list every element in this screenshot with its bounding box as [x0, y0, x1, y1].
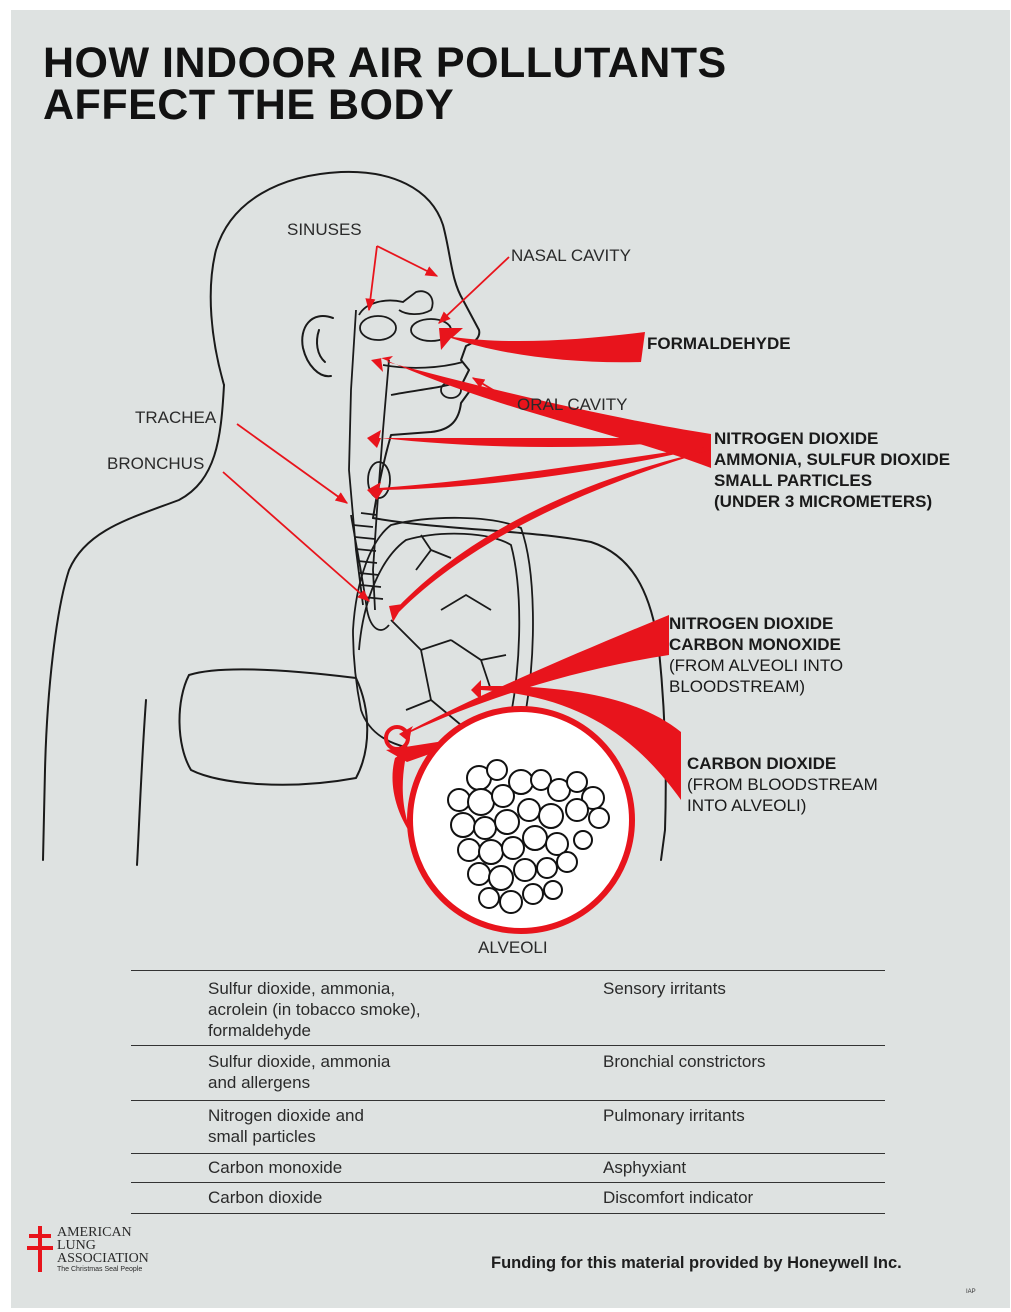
table-row: Carbon monoxide Asphyxiant	[131, 1153, 885, 1182]
table-cell-effect: Pulmonary irritants	[603, 1105, 745, 1126]
label-oral-cavity: ORAL CAVITY	[517, 395, 628, 415]
table-cell-effect: Bronchial constrictors	[603, 1051, 766, 1072]
pollutant-line: (FROM ALVEOLI INTO	[669, 655, 843, 676]
table-row: Sulfur dioxide, ammonia, acrolein (in to…	[131, 970, 885, 1045]
pollutant-line: (UNDER 3 MICROMETERS)	[714, 491, 950, 512]
label-alveoli: ALVEOLI	[478, 938, 548, 958]
cell-line: acrolein (in tobacco smoke),	[208, 999, 421, 1020]
logo-tagline: The Christmas Seal People	[57, 1265, 149, 1274]
logo-text: AMERICAN LUNG ASSOCIATION The Christmas …	[57, 1226, 149, 1274]
table-cell-effect: Sensory irritants	[603, 978, 726, 999]
cell-line: small particles	[208, 1126, 364, 1147]
table-cell-effect: Asphyxiant	[603, 1157, 686, 1178]
table-cell-pollutants: Sulfur dioxide, ammonia, acrolein (in to…	[208, 978, 421, 1041]
pollutant-line: (FROM BLOODSTREAM	[687, 774, 878, 795]
logo-line-3: ASSOCIATION	[57, 1252, 149, 1265]
pollutant-line: AMMONIA, SULFUR DIOXIDE	[714, 449, 950, 470]
pollutant-label-formaldehyde: FORMALDEHYDE	[647, 333, 791, 354]
funding-credit: Funding for this material provided by Ho…	[491, 1254, 902, 1273]
american-lung-association-logo: AMERICAN LUNG ASSOCIATION The Christmas …	[27, 1222, 227, 1282]
pollutant-label-irritants: NITROGEN DIOXIDE AMMONIA, SULFUR DIOXIDE…	[714, 428, 950, 512]
table-row: Carbon dioxide Discomfort indicator	[131, 1182, 885, 1214]
double-barred-cross-icon	[27, 1222, 53, 1278]
effects-table: Sulfur dioxide, ammonia, acrolein (in to…	[131, 970, 885, 1214]
poster: HOW INDOOR AIR POLLUTANTS AFFECT THE BOD…	[11, 10, 1010, 1308]
label-trachea: TRACHEA	[135, 408, 216, 428]
cell-line: Nitrogen dioxide and	[208, 1105, 364, 1126]
pollutant-label-carbon-dioxide: CARBON DIOXIDE (FROM BLOODSTREAM INTO AL…	[687, 753, 878, 816]
pollutant-line: CARBON DIOXIDE	[687, 753, 878, 774]
pollutant-line: BLOODSTREAM)	[669, 676, 843, 697]
table-cell-pollutants: Carbon monoxide	[208, 1157, 342, 1178]
pollutant-line: NITROGEN DIOXIDE	[714, 428, 950, 449]
cell-line: Sulfur dioxide, ammonia	[208, 1051, 390, 1072]
pollutant-line: FORMALDEHYDE	[647, 333, 791, 354]
cell-line: and allergens	[208, 1072, 390, 1093]
table-cell-pollutants: Carbon dioxide	[208, 1187, 322, 1208]
cell-line: formaldehyde	[208, 1020, 421, 1041]
pollutant-line: INTO ALVEOLI)	[687, 795, 878, 816]
alveoli-magnifier	[386, 709, 632, 931]
cell-line: Carbon monoxide	[208, 1157, 342, 1178]
table-cell-effect: Discomfort indicator	[603, 1187, 753, 1208]
pollutant-label-into-bloodstream: NITROGEN DIOXIDE CARBON MONOXIDE (FROM A…	[669, 613, 843, 697]
table-row: Nitrogen dioxide and small particles Pul…	[131, 1100, 885, 1153]
pollutant-line: SMALL PARTICLES	[714, 470, 950, 491]
table-cell-pollutants: Sulfur dioxide, ammonia and allergens	[208, 1051, 390, 1093]
table-cell-pollutants: Nitrogen dioxide and small particles	[208, 1105, 364, 1147]
cell-line: Carbon dioxide	[208, 1187, 322, 1208]
pollutant-line: NITROGEN DIOXIDE	[669, 613, 843, 634]
poster-code: IAP	[966, 1289, 976, 1295]
label-nasal-cavity: NASAL CAVITY	[511, 246, 631, 266]
cell-line: Sulfur dioxide, ammonia,	[208, 978, 421, 999]
table-row: Sulfur dioxide, ammonia and allergens Br…	[131, 1045, 885, 1100]
label-bronchus: BRONCHUS	[107, 454, 204, 474]
pollutant-line: CARBON MONOXIDE	[669, 634, 843, 655]
label-sinuses: SINUSES	[287, 220, 362, 240]
